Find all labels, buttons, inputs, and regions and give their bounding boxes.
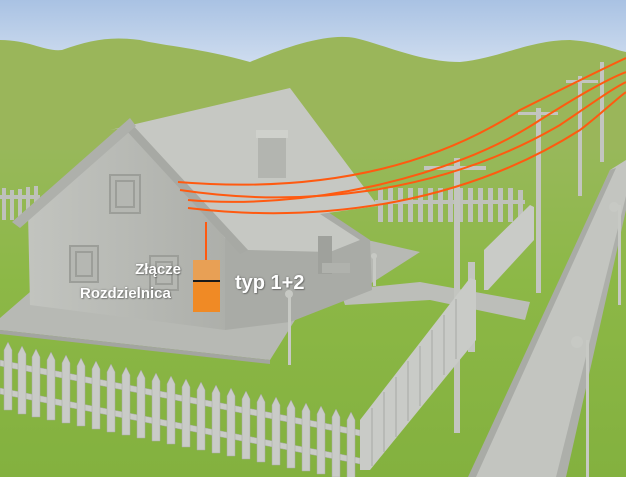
chimney (256, 130, 288, 178)
front-picket-fence (0, 341, 361, 477)
overhead-power-lines (177, 57, 626, 215)
distribution-box-icon (193, 222, 220, 312)
street-lamps (285, 202, 621, 477)
connector-label: Złącze (135, 261, 181, 278)
yard-side-fence (484, 205, 534, 290)
switchboard-label: Rozdzielnica (80, 285, 171, 302)
windows (69, 174, 179, 291)
type-label: typ 1+2 (235, 272, 305, 294)
roof (110, 88, 378, 252)
porch-door (318, 236, 350, 274)
side-path (340, 282, 530, 320)
side-picket-fence (360, 278, 476, 470)
